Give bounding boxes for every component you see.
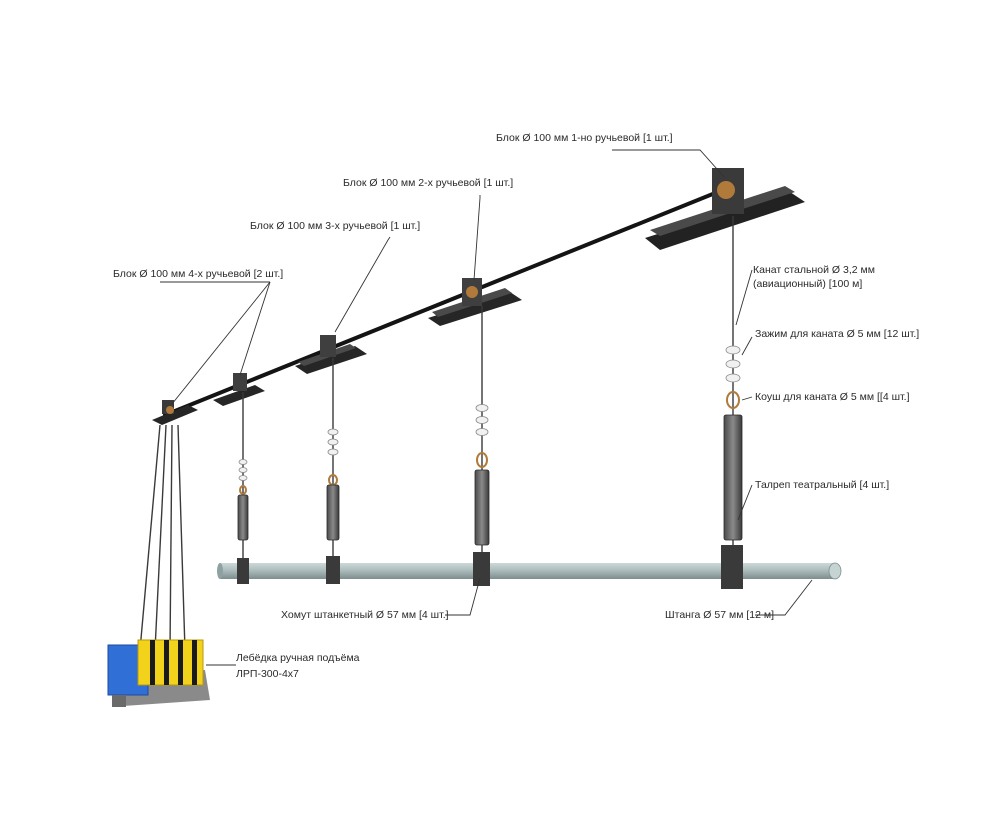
block-4-groove-right bbox=[213, 373, 265, 406]
winch bbox=[107, 639, 210, 707]
label-winch-line2: ЛРП-300-4х7 bbox=[236, 668, 299, 680]
winch-rope bbox=[139, 424, 161, 651]
label-turnbuckle: Талреп театральный [4 шт.] bbox=[755, 479, 889, 491]
main-cable bbox=[163, 183, 737, 417]
block-2-groove bbox=[428, 278, 522, 326]
pipe-clamps bbox=[237, 545, 743, 589]
block-3-groove bbox=[295, 335, 367, 374]
label-rope-line2: (авиационный) [100 м] bbox=[753, 278, 862, 290]
leader-lines bbox=[160, 149, 813, 666]
block-4-groove-left bbox=[152, 400, 198, 425]
label-clamp: Зажим для каната Ø 5 мм [12 шт.] bbox=[755, 328, 919, 340]
label-rope-line1: Канат стальной Ø 3,2 мм bbox=[753, 264, 875, 276]
label-pipe-clamp: Хомут штанкетный Ø 57 мм [4 шт.] bbox=[281, 609, 449, 621]
block-1-groove bbox=[645, 168, 805, 250]
winch-rope bbox=[177, 424, 186, 651]
bar-pipe bbox=[217, 562, 842, 580]
label-block-2: Блок Ø 100 мм 2-х ручьевой [1 шт.] bbox=[343, 177, 513, 189]
winch-rope bbox=[154, 424, 167, 651]
label-block-4: Блок Ø 100 мм 4-х ручьевой [2 шт.] bbox=[113, 268, 283, 280]
label-block-1: Блок Ø 100 мм 1-но ручьевой [1 шт.] bbox=[496, 132, 673, 144]
label-winch-line1: Лебёдка ручная подъёма bbox=[236, 652, 360, 664]
rope-clamps bbox=[238, 345, 741, 481]
label-thimble: Коуш для каната Ø 5 мм [[4 шт.] bbox=[755, 391, 910, 403]
label-block-3: Блок Ø 100 мм 3-х ручьевой [1 шт.] bbox=[250, 220, 420, 232]
turnbuckles bbox=[237, 414, 743, 546]
thimbles bbox=[239, 391, 740, 495]
label-bar: Штанга Ø 57 мм [12 м] bbox=[665, 609, 774, 621]
winch-rope bbox=[169, 424, 173, 651]
